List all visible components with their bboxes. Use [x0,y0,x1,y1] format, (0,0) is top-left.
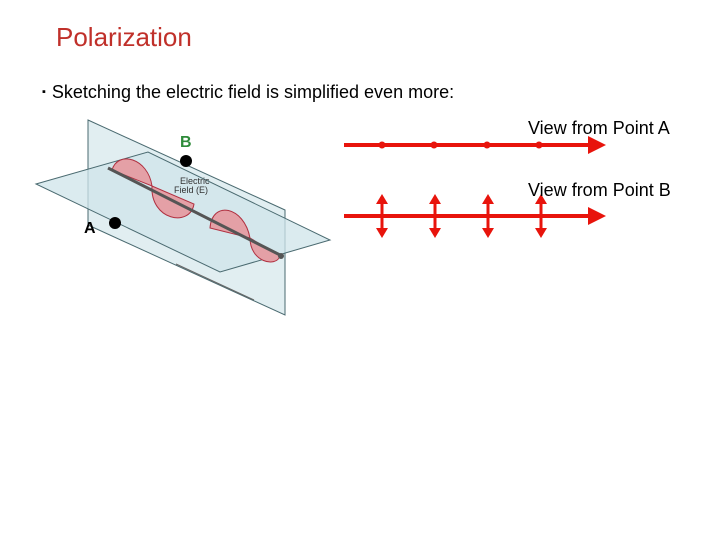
plane-base-line [175,263,255,301]
view-b-label: View from Point B [528,180,671,200]
view-a-dot [378,141,386,149]
propagation-axis [107,166,283,258]
point-b-marker [180,155,192,167]
view-a-dot [430,141,438,149]
field-label-line1: Electric [180,176,210,186]
view-a-arrow-group [344,136,606,154]
point-a-label: A [84,220,96,237]
bullet-text-content: Sketching the electric field is simplifi… [51,82,455,102]
view-a-dot [483,141,491,149]
view-a-label: View from Point A [528,118,670,138]
view-a-arrow-head [588,136,606,154]
point-b-label: B [180,134,192,151]
view-b-vertical-arrow [429,194,441,238]
field-label-line2: Field (E) [174,185,208,195]
slide-title: Polarization [56,22,192,52]
axis-end-dot [278,253,284,259]
view-b-vertical-arrow [376,194,388,238]
bullet-text: ▪ Sketching the electric field is simplif… [42,82,454,103]
view-b-arrow-group [344,194,606,238]
view-b-arrow-head [588,207,606,225]
bullet-marker: ▪ [42,86,46,98]
point-a-marker [109,217,121,229]
view-b-vertical-arrow [535,194,547,238]
view-a-dot [535,141,543,149]
view-b-vertical-arrow [482,194,494,238]
